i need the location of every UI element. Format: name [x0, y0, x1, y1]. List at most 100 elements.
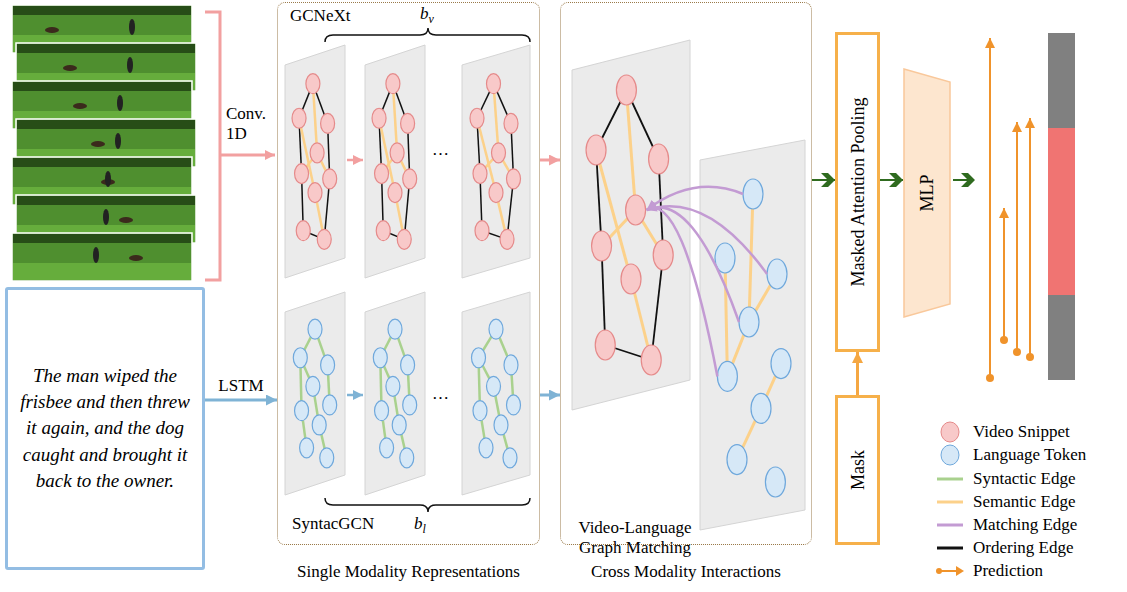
video-graph: [372, 74, 417, 250]
graph-node: [323, 169, 337, 189]
legend-text: Syntactic Edge: [973, 469, 1075, 489]
block-label: MLP: [917, 174, 938, 211]
timeline-bar: [1048, 33, 1075, 380]
module-name: SyntacGCN: [292, 514, 374, 534]
legend-text: Ordering Edge: [973, 538, 1074, 558]
language-graph: [715, 179, 791, 497]
graph-node: [507, 395, 521, 415]
graph-edge: [725, 258, 727, 376]
graph-node: [306, 376, 320, 396]
graph-node: [296, 221, 310, 241]
flow-chevron: [880, 179, 903, 181]
man-figure: [93, 247, 99, 263]
layer-count: bv: [420, 4, 434, 27]
graph-node: [751, 393, 771, 423]
graph-panel: [700, 140, 805, 530]
graph-node: [494, 415, 508, 435]
legend-item: Semantic Edge: [935, 491, 1075, 513]
module-title: Single Modality Representations: [248, 562, 569, 582]
legend-swatch: [935, 537, 965, 559]
prediction-arrow: [989, 38, 991, 378]
legend-swatch: [935, 514, 965, 536]
legend-text: Language Token: [973, 445, 1086, 465]
graph-node: [293, 348, 307, 368]
graph-node: [295, 164, 309, 184]
flow-arrow: [856, 352, 859, 395]
graph-node: [500, 229, 514, 249]
man-figure: [105, 171, 111, 187]
dog-figure: [73, 103, 87, 109]
graph-node: [503, 448, 517, 468]
step-arrow: [347, 394, 363, 397]
dog-figure: [45, 27, 59, 33]
graph-node: [621, 264, 641, 294]
graph-node: [300, 438, 314, 458]
legend-swatch: [935, 560, 965, 582]
legend-swatch: [935, 468, 965, 490]
swatch-head: [956, 566, 964, 576]
graph-panel: [365, 45, 425, 278]
graph-node: [312, 415, 326, 435]
video-frames: [12, 5, 196, 281]
graph-node: [717, 361, 737, 391]
mask-box: Mask: [835, 395, 880, 545]
graph-node: [739, 307, 759, 337]
mlp-shape: [903, 68, 951, 318]
graph-node: [767, 259, 787, 289]
graph-node: [323, 395, 337, 415]
legend-text: Matching Edge: [973, 515, 1077, 535]
flow-arrow: [540, 394, 560, 397]
swatch-line: [937, 547, 963, 550]
swatch-node: [941, 422, 959, 442]
graph-node: [489, 183, 503, 203]
graph-node: [653, 240, 673, 270]
dog-figure: [63, 65, 77, 71]
frame-bracket: [205, 12, 220, 280]
graph-edge: [749, 194, 753, 322]
graph-panel: [462, 292, 530, 495]
prediction-dot: [1013, 348, 1021, 356]
symbol-base: b: [420, 4, 429, 23]
prediction-dot: [1026, 353, 1034, 361]
graph-node: [470, 108, 484, 128]
module-frame: Cross Modality Interactions: [560, 2, 812, 545]
matching-edge: [647, 206, 767, 274]
module-frame: Single Modality Representations: [277, 2, 540, 545]
graph-node: [487, 376, 501, 396]
man-figure: [127, 57, 133, 73]
graph-node: [376, 221, 390, 241]
prediction-arrow: [1003, 208, 1005, 340]
graph-node: [295, 401, 309, 421]
graph-node: [372, 108, 386, 128]
graph-node: [489, 319, 503, 339]
operation-label: Conv. 1D: [226, 104, 274, 143]
man-figure: [115, 133, 121, 149]
frame-grass: [13, 263, 191, 280]
swatch-line: [937, 478, 963, 481]
legend-item: Language Token: [935, 444, 1086, 466]
graph-node: [401, 355, 415, 375]
graph-node: [375, 401, 389, 421]
graph-node: [504, 355, 518, 375]
graph-node: [392, 415, 406, 435]
ground-truth-segment: [1048, 128, 1075, 295]
frame-trees: [17, 196, 195, 205]
layer-brace: [325, 28, 530, 42]
graph-panel: [462, 45, 530, 278]
matching-edge: [647, 208, 718, 376]
flow-arrow: [540, 159, 560, 162]
graph-node: [771, 349, 791, 379]
language-graph: [472, 319, 521, 468]
symbol-base: b: [414, 514, 423, 533]
query-box: The man wiped the frisbee and then threw…: [5, 287, 205, 570]
graph-node: [320, 448, 334, 468]
legend-text: Video Snippet: [973, 422, 1070, 442]
swatch-dot: [936, 568, 942, 574]
layer-brace: [325, 498, 530, 512]
graph-edge: [651, 255, 663, 360]
flow-chevron: [812, 179, 835, 181]
frame-trees: [17, 44, 195, 53]
graph-panel: [365, 292, 425, 495]
